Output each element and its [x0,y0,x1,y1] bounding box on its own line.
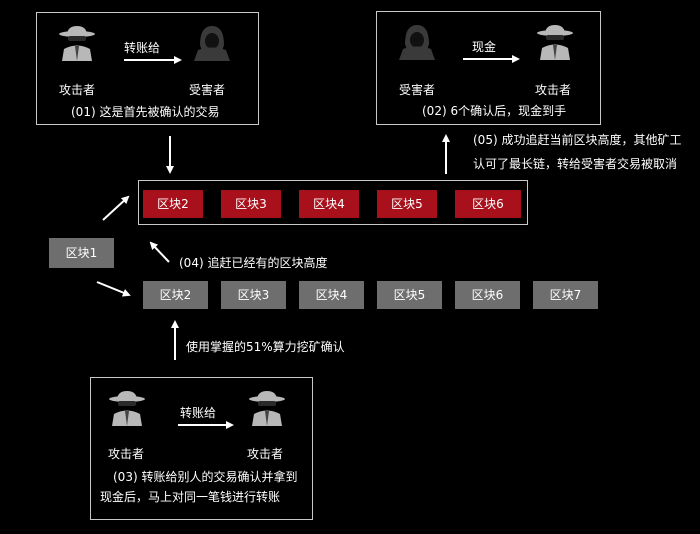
attacker-icon [537,25,573,60]
panel-double-spend: 攻击者 转账给 攻击者 (03) 转账给别人的交易确认并拿到 现金后，马上对同一… [90,377,313,520]
victim-icon [194,26,230,61]
gray-chain-block: 区块3 [221,281,286,309]
victim-label: 受害者 [399,83,436,97]
diag-up-arrow [102,195,130,221]
gray-chain-block: 区块2 [143,281,208,309]
gray-chain-block: 区块6 [455,281,520,309]
attacker-icon [59,26,95,61]
attacker-icon [249,391,285,426]
diag-down-arrow [96,281,131,297]
mining-note: 使用掌握的51%算力挖矿确认 [186,340,345,354]
red-chain-block: 区块6 [455,190,521,218]
red-chain-block: 区块3 [221,190,281,218]
genesis-block: 区块1 [49,238,114,268]
panel-cash-received: 受害者 现金 攻击者 (02) 6个确认后，现金到手 [376,11,601,125]
attacker-label: 攻击者 [535,83,572,97]
transfer-label: 转账给 [124,41,161,55]
panel3-caption-line1: (03) 转账给别人的交易确认并拿到 [113,470,298,484]
panel3-caption-line2: 现金后，马上对同一笔钱进行转账 [100,490,281,504]
panel1-caption: (01) 这是首先被确认的交易 [71,105,220,119]
red-chain-block: 区块2 [143,190,203,218]
longest-chain-container [138,180,528,225]
note-05-line1: (05) 成功追赶当前区块高度，其他矿工 [473,133,682,147]
victim-label: 受害者 [189,83,226,97]
transfer-label: 转账给 [180,406,217,420]
attacker-icon [109,391,145,426]
attacker-label: 攻击者 [108,447,145,461]
note-05-line2: 认可了最长链，转给受害者交易被取消 [473,157,678,171]
attacker-label: 攻击者 [59,83,96,97]
gray-chain-block: 区块5 [377,281,442,309]
red-chain-block: 区块4 [299,190,359,218]
cash-label: 现金 [472,40,497,54]
red-chain-block: 区块5 [377,190,437,218]
gray-chain-block: 区块4 [299,281,364,309]
victim-icon [399,25,435,60]
attacker-label: 攻击者 [247,447,284,461]
catch-up-arrow [149,241,170,263]
panel2-caption: (02) 6个确认后，现金到手 [422,104,567,118]
gray-chain-block: 区块7 [533,281,598,309]
panel-initial-transaction: 攻击者 转账给 受害者 (01) 这是首先被确认的交易 [36,12,259,125]
note-04: (04) 追赶已经有的区块高度 [179,256,328,270]
